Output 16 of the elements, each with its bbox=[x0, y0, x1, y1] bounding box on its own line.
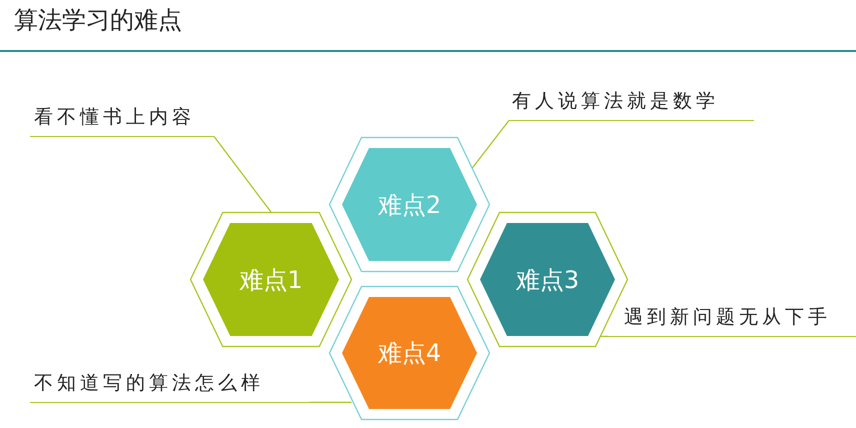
hexagon-label: 难点2 bbox=[376, 190, 442, 220]
callout-text: 不知道写的算法怎么样 bbox=[34, 371, 264, 396]
leader-line bbox=[310, 402, 352, 403]
leader-line bbox=[214, 136, 272, 212]
hexagon-label: 难点3 bbox=[514, 264, 580, 296]
callout-text: 看不懂书上内容 bbox=[34, 105, 195, 130]
leader-line bbox=[472, 120, 510, 168]
hexagon-node bbox=[190, 212, 352, 347]
callout-text: 遇到新问题无从下手 bbox=[624, 305, 831, 330]
leader-line bbox=[600, 336, 608, 337]
hexagon-node bbox=[329, 137, 490, 272]
hexagon-label: 难点4 bbox=[376, 338, 442, 369]
slide-title: 算法学习的难点 bbox=[14, 5, 182, 36]
callout-text: 有人说算法就是数学 bbox=[512, 89, 719, 114]
hexagon-node bbox=[329, 286, 490, 420]
hexagon-label: 难点1 bbox=[238, 264, 304, 296]
